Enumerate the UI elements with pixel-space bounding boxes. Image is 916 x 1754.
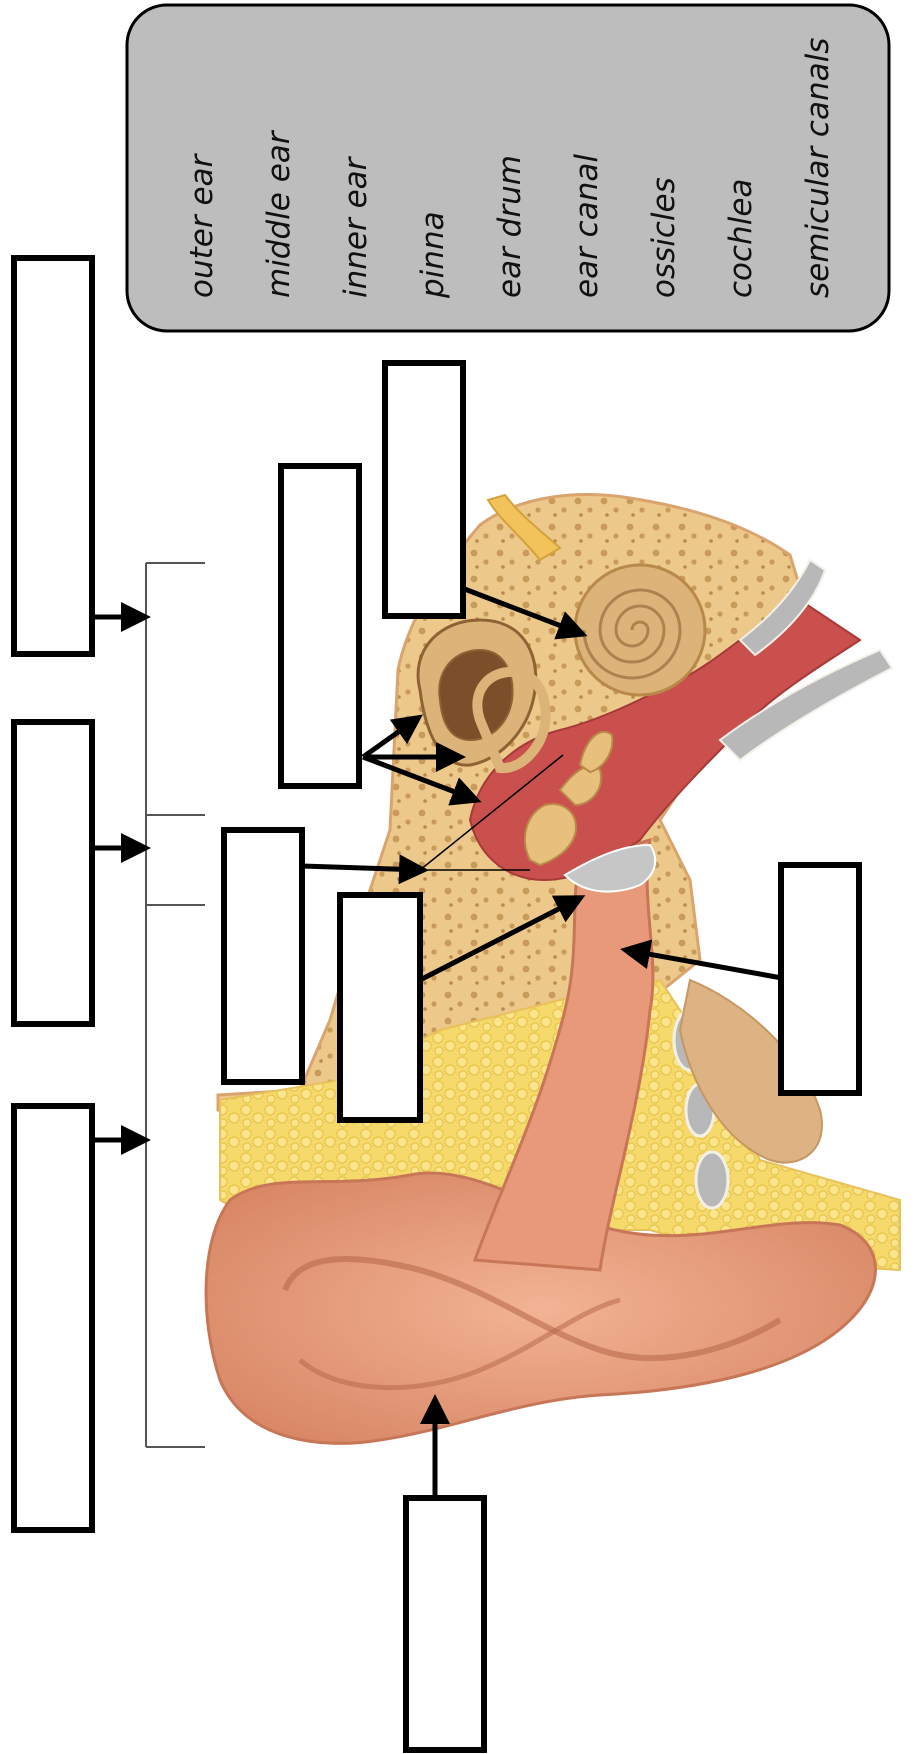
word-bank-item: inner ear (338, 155, 374, 298)
label-box-outer-ear-region[interactable] (14, 258, 92, 654)
word-bank-item: pinna (415, 211, 451, 299)
label-box-ossicles[interactable] (224, 830, 302, 1082)
label-box-middle-ear-region[interactable] (14, 722, 92, 1024)
word-bank-item: outer ear (184, 152, 220, 298)
label-box-cochlea[interactable] (385, 363, 463, 616)
word-bank-item: middle ear (261, 129, 297, 298)
word-bank-item: semicular canals (800, 38, 836, 298)
label-box-ear-drum[interactable] (340, 895, 420, 1120)
word-bank: outer ear middle ear inner ear pinna ear dru… (127, 5, 889, 331)
label-box-semicircular-canals[interactable] (281, 466, 359, 786)
label-box-pinna[interactable] (406, 1498, 484, 1750)
word-bank-item: ossicles (646, 177, 682, 298)
cartilage-piece (696, 1152, 728, 1208)
word-bank-item: ear canal (569, 154, 605, 298)
label-box-ear-canal[interactable] (781, 865, 859, 1093)
cochlea-illustration (575, 565, 705, 695)
word-bank-item: ear drum (492, 155, 528, 298)
region-bracket (146, 563, 205, 1447)
word-bank-item: cochlea (723, 179, 759, 298)
label-box-inner-ear-region[interactable] (14, 1106, 92, 1530)
